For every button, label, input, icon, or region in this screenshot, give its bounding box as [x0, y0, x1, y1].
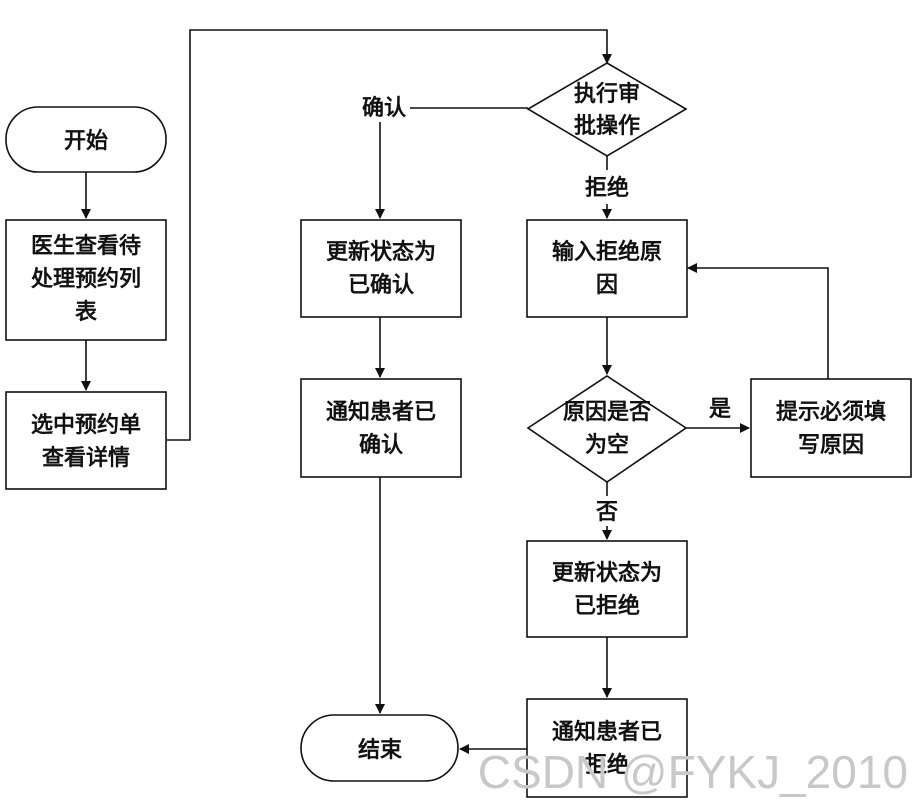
notify-confirmed-line-2: 确认	[359, 432, 403, 458]
doctor-view-list-line-2: 处理预约列	[30, 266, 141, 292]
select-view-detail-line-2: 查看详情	[42, 445, 130, 471]
prompt-required-line-1: 提示必须填	[776, 399, 886, 425]
edge-label-reject: 拒绝	[585, 175, 629, 201]
watermark: CSDN @FYKJ_2010	[478, 746, 908, 798]
start-label: 开始	[64, 128, 108, 154]
doctor-view-list-node: 医生查看待 处理预约列 表	[5, 219, 167, 341]
notify-rejected-line-2: 拒绝	[585, 752, 629, 778]
update-confirmed-node: 更新状态为 已确认	[300, 219, 462, 318]
edge-label-yes: 是	[709, 397, 731, 422]
update-rejected-line-2: 已拒绝	[574, 593, 640, 619]
connectors	[81, 29, 829, 754]
notify-rejected-node: 通知患者已 拒绝	[526, 698, 688, 798]
select-view-detail-line-1: 选中预约单	[31, 412, 141, 438]
edge-label-confirm: 确认	[362, 95, 406, 121]
end-node: 结束	[300, 714, 459, 782]
update-confirmed-line-2: 已确认	[348, 272, 414, 298]
confirm-label-bg	[358, 92, 410, 122]
reason-empty-decision-node: 原因是否 为空	[526, 375, 688, 483]
update-confirmed-line-1: 更新状态为	[326, 239, 436, 265]
input-reason-node: 输入拒绝原 因	[526, 219, 688, 318]
select-view-detail-node: 选中预约单 查看详情	[5, 391, 167, 490]
approve-decision-line-2: 批操作	[574, 114, 640, 139]
approve-decision-line-1: 执行审	[574, 81, 640, 107]
doctor-view-list-line-1: 医生查看待	[31, 233, 141, 259]
edge-labels: 确认 拒绝 是 否	[358, 92, 731, 526]
start-node: 开始	[5, 106, 167, 173]
notify-rejected-line-1: 通知患者已	[552, 719, 662, 745]
end-label: 结束	[358, 737, 403, 763]
update-rejected-line-1: 更新状态为	[552, 560, 662, 586]
notify-confirmed-line-1: 通知患者已	[326, 399, 436, 425]
doctor-view-list-line-3: 表	[75, 300, 98, 325]
edge-select-to-approve	[167, 29, 612, 441]
edge-label-no: 否	[595, 500, 618, 525]
input-reason-line-1: 输入拒绝原	[552, 239, 662, 265]
reason-empty-line-2: 为空	[585, 432, 629, 458]
prompt-required-node: 提示必须填 写原因	[750, 378, 912, 478]
notify-confirmed-node: 通知患者已 确认	[300, 378, 462, 478]
approve-decision-node: 执行审 批操作	[526, 62, 688, 157]
edge-approve-confirm	[375, 107, 528, 219]
edge-prompt-loop-back	[687, 263, 829, 379]
reject-label-bg	[578, 170, 636, 204]
reason-empty-line-1: 原因是否	[563, 400, 651, 425]
input-reason-line-2: 因	[596, 273, 618, 298]
prompt-required-line-2: 写原因	[798, 433, 864, 458]
update-rejected-node: 更新状态为 已拒绝	[526, 540, 688, 638]
no-label-bg	[593, 496, 621, 526]
